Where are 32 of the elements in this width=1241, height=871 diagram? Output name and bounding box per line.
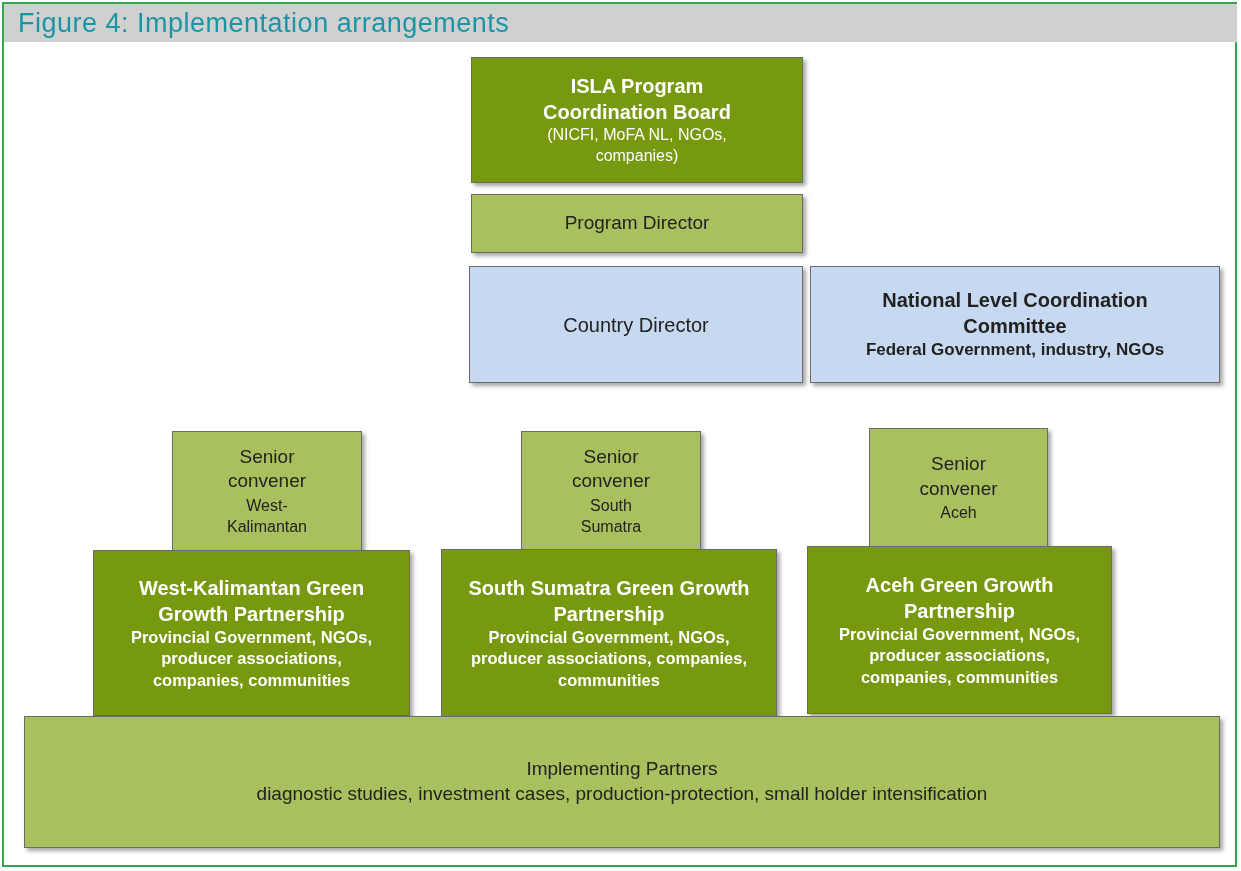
director-box <box>471 194 803 253</box>
partnership-box <box>93 550 410 716</box>
board-box <box>471 57 803 183</box>
convener-box <box>521 431 701 551</box>
node-heading: South Sumatra Green Growth Partnership <box>467 575 751 627</box>
committee-box <box>810 266 1220 383</box>
node-detail: Provincial Government, NGOs, producer associations, companies, communities <box>129 626 374 691</box>
partners-box <box>24 716 1220 848</box>
figure-title: Figure 4: Implementation arrangements <box>18 8 510 39</box>
node-detail: Federal Government, industry, NGOs <box>865 339 1165 362</box>
node-heading: Aceh Green Growth Partnership <box>864 572 1055 624</box>
node-heading: Implementing Partners <box>526 757 718 782</box>
node-detail: South Sumatra <box>579 495 643 537</box>
convener-box <box>172 431 362 551</box>
node-heading: Senior convener <box>918 451 999 501</box>
node-detail: (NICFI, MoFA NL, NGOs, companies) <box>546 125 728 166</box>
node-detail: Provincial Government, NGOs, producer associations, companies, communities <box>470 626 748 691</box>
convener-box <box>869 428 1048 548</box>
node-heading: West-Kalimantan Green Growth Partnership <box>137 575 366 627</box>
node-detail: Provincial Government, NGOs, producer associations, companies, communities <box>837 623 1082 688</box>
partnership-box <box>441 549 777 717</box>
node-heading: National Level Coordination Committee <box>881 288 1149 340</box>
partnership-box <box>807 546 1112 714</box>
node-heading: Program Director <box>564 211 710 236</box>
node-heading: Senior convener <box>570 444 652 494</box>
node-heading: ISLA Program Coordination Board <box>542 74 732 126</box>
node-detail: Aceh <box>940 503 977 524</box>
node-heading: Country Director <box>563 312 709 338</box>
node-detail: diagnostic studies, investment cases, production-protection, small holder intensification <box>256 782 988 806</box>
director-box <box>469 266 803 383</box>
node-detail: West-Kalimantan <box>225 495 308 537</box>
node-heading: Senior convener <box>226 444 308 494</box>
